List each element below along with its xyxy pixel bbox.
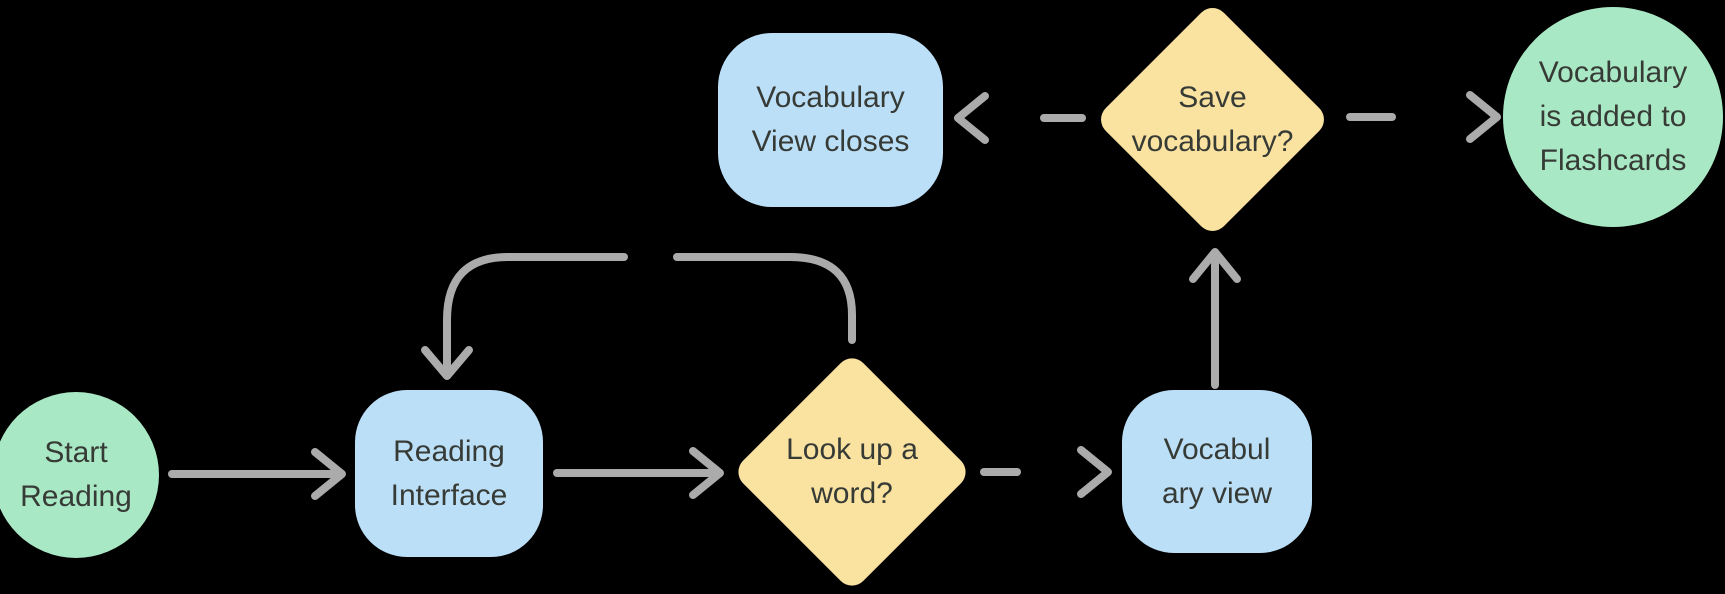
label-line: ary view	[1161, 476, 1273, 510]
label-line: Flashcards	[1539, 144, 1687, 177]
node-reading-interface: Reading Interface	[355, 390, 543, 557]
label-line: is added to	[1539, 100, 1687, 133]
edge-lookup-word-to-vocabulary-view	[980, 446, 1112, 498]
label-line: word?	[811, 477, 893, 510]
edge-start-to-reading-interface	[168, 448, 346, 500]
arrowhead-up-icon	[1189, 248, 1241, 283]
label-line: Save	[1178, 80, 1247, 114]
node-label: Vocabulary View closes	[752, 76, 910, 164]
label-line: Vocabul	[1163, 432, 1271, 466]
node-label: Start Reading	[20, 431, 132, 519]
edge-vocabulary-view-to-save-vocabulary	[1189, 248, 1241, 389]
label-line: Vocabulary	[756, 81, 905, 114]
node-vocabulary-view-closes: Vocabulary View closes	[718, 33, 943, 207]
edge-lookup-word-to-reading-interface-loop	[421, 253, 856, 380]
label-line: vocabulary?	[1131, 124, 1294, 158]
label-line: Look up a	[786, 433, 918, 466]
label-line: View closes	[751, 125, 910, 158]
node-lookup-word-decision: Look up a word?	[731, 351, 973, 593]
node-label: Look up a word?	[767, 387, 937, 557]
edge-save-vocabulary-to-flashcards	[1346, 91, 1501, 143]
arrowhead-left-icon	[954, 92, 989, 144]
label-line: Reading	[393, 434, 505, 468]
node-label: Reading Interface	[391, 430, 508, 518]
node-start-reading: Start Reading	[0, 392, 159, 558]
arrowhead-right-icon	[689, 447, 724, 499]
arrowhead-down-icon	[421, 346, 473, 380]
node-flashcards-result: Vocabulary is added to Flashcards	[1503, 7, 1723, 227]
label-line: Vocabulary	[1538, 56, 1688, 89]
node-vocabulary-view: Vocabul ary view	[1122, 390, 1312, 553]
label-line: Start	[44, 436, 108, 469]
node-label: Save vocabulary?	[1129, 36, 1296, 203]
arrowhead-right-icon	[1077, 446, 1112, 498]
label-line: Reading	[20, 480, 132, 513]
edge-reading-interface-to-lookup-word	[553, 447, 724, 499]
label-line: Interface	[390, 478, 508, 512]
arrowhead-right-icon	[1466, 91, 1501, 143]
arrowhead-right-icon	[311, 448, 346, 500]
node-label: Vocabul ary view	[1162, 428, 1272, 516]
node-save-vocabulary-decision: Save vocabulary?	[1094, 1, 1331, 238]
edge-save-vocabulary-to-view-closes	[954, 92, 1086, 144]
node-label: Vocabulary is added to Flashcards	[1539, 51, 1687, 183]
